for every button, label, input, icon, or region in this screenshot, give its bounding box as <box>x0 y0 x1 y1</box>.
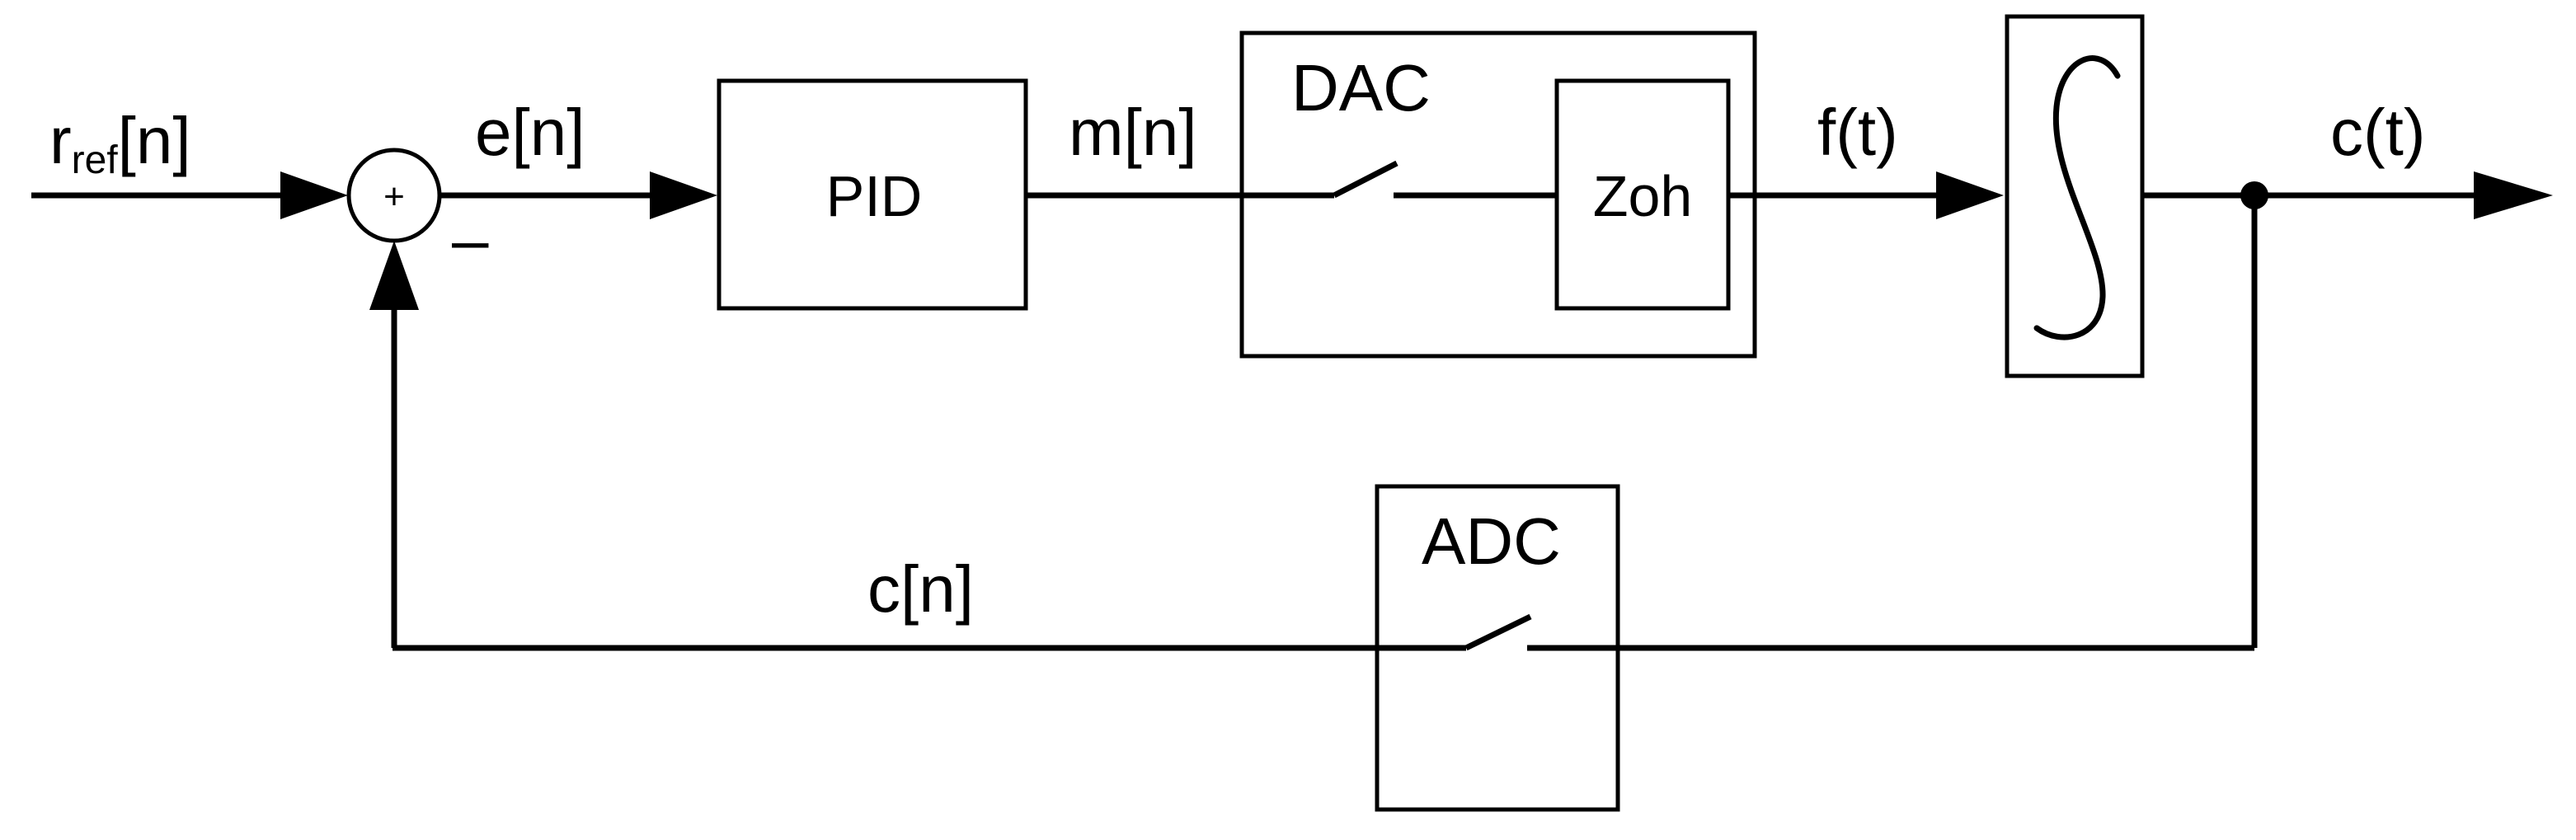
feedback-arrowhead <box>369 241 419 310</box>
feedback-signal-label: c[n] <box>867 552 974 626</box>
force-signal-label: f(t) <box>1817 96 1898 169</box>
output-arrowhead <box>2474 171 2553 219</box>
error-signal-label: e[n] <box>475 96 585 169</box>
summing-minus-sign: – <box>452 203 489 276</box>
force-arrowhead <box>1936 171 2004 219</box>
control-signal-label: m[n] <box>1069 96 1197 169</box>
reference-arrowhead <box>280 171 348 219</box>
summing-plus-sign: + <box>383 176 405 217</box>
adc-label: ADC <box>1422 504 1561 578</box>
adc-switch-blade <box>1464 613 1532 651</box>
output-signal-label: c(t) <box>2330 96 2426 169</box>
reference-label-suffix: [n] <box>118 104 191 177</box>
pid-label: PID <box>826 164 923 228</box>
reference-signal-label: rref[n] <box>49 104 191 182</box>
dac-switch-blade <box>1333 160 1398 199</box>
error-arrowhead <box>650 171 717 219</box>
integral-icon <box>2033 55 2121 340</box>
dac-label: DAC <box>1291 51 1431 124</box>
reference-label-main: r <box>49 104 72 177</box>
zoh-label: Zoh <box>1593 164 1693 228</box>
reference-label-subscript: ref <box>72 138 119 182</box>
